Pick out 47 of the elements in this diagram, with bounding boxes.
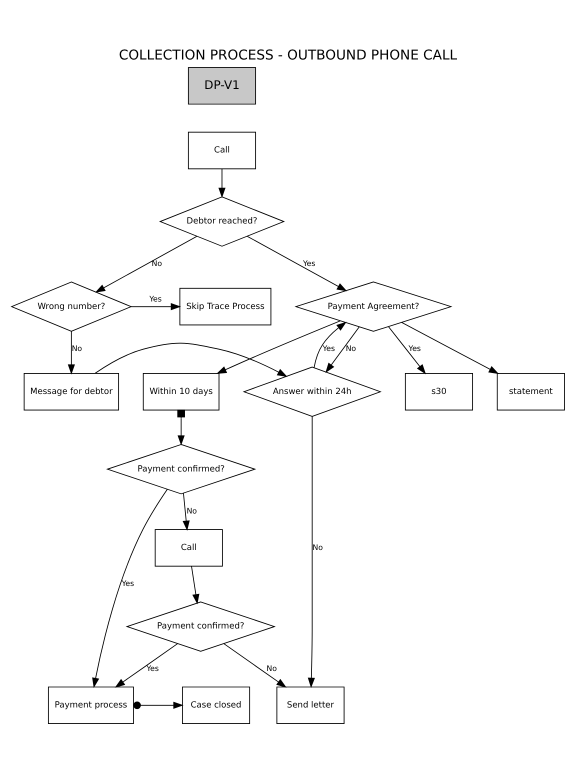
edge-label: Yes — [322, 344, 335, 354]
arrow — [114, 643, 178, 688]
node-box: Payment process — [48, 686, 134, 724]
arrow — [308, 416, 315, 688]
edge-label: No — [312, 542, 323, 552]
arrow — [182, 492, 190, 531]
arrow — [325, 326, 360, 373]
node-diamond: Payment confirmed? — [126, 601, 276, 652]
edge-label: Yes — [408, 344, 421, 354]
node-diamond: Payment confirmed? — [106, 444, 256, 494]
edge-label: Yes — [149, 294, 162, 304]
node-box: Case closed — [182, 686, 250, 724]
arrow — [95, 236, 198, 293]
node-box: Within 10 days — [142, 373, 220, 410]
arrow — [388, 326, 426, 374]
arrow — [130, 303, 182, 310]
arrow — [191, 566, 200, 604]
node-box: statement — [496, 373, 565, 410]
arrow — [92, 488, 168, 688]
edge-label: Yes — [122, 578, 134, 588]
arrow — [94, 342, 288, 377]
arrow — [314, 322, 347, 368]
node-box: Message for debtor — [24, 373, 120, 410]
node-box: s30 — [404, 373, 474, 410]
edge-label: No — [186, 506, 197, 516]
arrow — [68, 330, 75, 375]
node-diamond: Debtor reached? — [158, 196, 285, 247]
edge-label: Yes — [303, 258, 316, 268]
edge-label: Yes — [146, 664, 159, 674]
node-diamond: Wrong number? — [10, 282, 132, 332]
node-box: Call — [188, 132, 256, 170]
arrow — [216, 320, 341, 374]
edge-label: No — [346, 344, 356, 354]
label: DP-V1 — [204, 78, 240, 92]
node-box: Send letter — [276, 686, 345, 724]
arrow — [133, 701, 184, 710]
node-box: Call — [154, 529, 223, 567]
node-box: Skip Trace Process — [179, 288, 272, 326]
edge-label: No — [72, 344, 82, 354]
arrow — [401, 322, 499, 374]
arrow — [246, 236, 348, 292]
diagram-title: COLLECTION PROCESS - OUTBOUND PHONE CALL — [118, 48, 458, 64]
edge-label: No — [152, 258, 162, 268]
arrow — [223, 643, 287, 688]
arrow — [218, 168, 226, 198]
arrow — [177, 410, 185, 446]
edge-label: No — [266, 664, 277, 674]
